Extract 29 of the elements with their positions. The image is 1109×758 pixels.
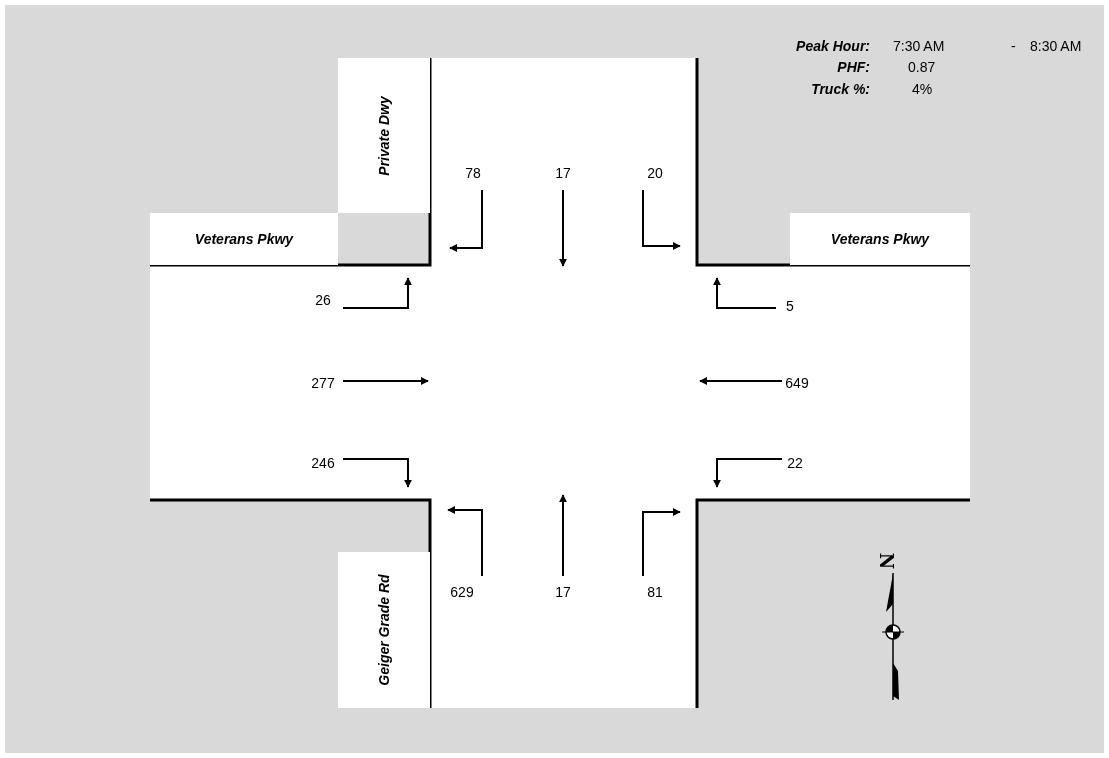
north-label: N [877, 552, 896, 570]
street-name-box [790, 213, 970, 265]
volume-count: 78 [465, 165, 481, 181]
volume-count: 17 [555, 165, 571, 181]
volume-count: 17 [555, 584, 571, 600]
street-name: Veterans Pkwy [194, 231, 294, 247]
volume-count: 277 [311, 375, 335, 391]
street-name-box [338, 552, 430, 708]
street-name: Geiger Grade Rd [376, 574, 392, 686]
street-name-box [150, 213, 338, 265]
volume-count: 81 [647, 584, 663, 600]
volume-count: 20 [647, 165, 663, 181]
header-label: PHF: [837, 59, 870, 75]
street-name: Veterans Pkwy [830, 231, 930, 247]
volume-count: 5 [786, 298, 794, 314]
header-value: 7:30 AM [893, 38, 945, 54]
volume-count: 246 [311, 455, 335, 471]
volume-count: 22 [787, 455, 803, 471]
header-value: 0.87 [908, 59, 936, 75]
header-value: 4% [912, 81, 933, 97]
volume-count: 26 [315, 292, 331, 308]
street-name-box [338, 58, 430, 213]
header-value: 8:30 AM [1030, 38, 1082, 54]
volume-count: 629 [450, 584, 474, 600]
volume-count: 649 [785, 375, 809, 391]
header-value: - [1011, 38, 1016, 54]
header-label: Truck %: [811, 81, 870, 97]
header-label: Peak Hour: [796, 38, 870, 54]
street-name: Private Dwy [376, 95, 392, 176]
